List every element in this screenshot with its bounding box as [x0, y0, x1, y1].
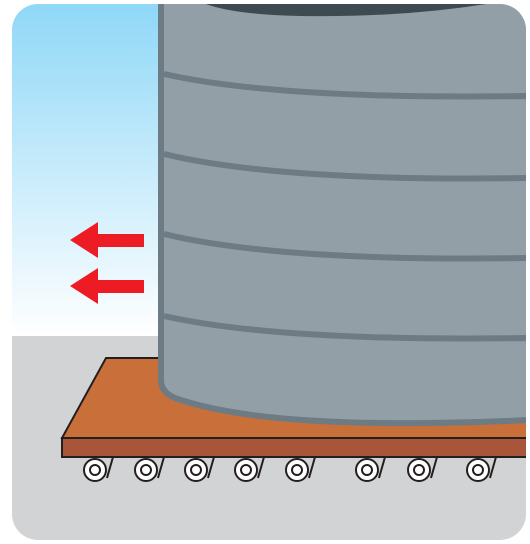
- tank-body: [158, 4, 526, 427]
- caster-wheel-icon: [83, 456, 115, 482]
- caster-wheel-icon: [184, 456, 216, 482]
- arrow-left-icon: [70, 268, 144, 304]
- tank-rib-2: [163, 151, 526, 182]
- caster-wheel-icon: [134, 456, 166, 482]
- tank-top-rim: [190, 4, 520, 17]
- tank-rib-3: [163, 231, 526, 262]
- water-tank: [158, 4, 526, 427]
- tank-rib-4: [163, 313, 526, 342]
- caster-wheels: [83, 456, 498, 482]
- caster-wheel-icon: [466, 456, 498, 482]
- caster-wheel-icon: [234, 456, 266, 482]
- caster-wheel-icon: [407, 456, 439, 482]
- arrow-left-icon: [70, 222, 144, 258]
- caster-wheel-icon: [355, 456, 387, 482]
- dolly-platform-front: [61, 437, 526, 458]
- caster-wheel-icon: [285, 456, 317, 482]
- tank-rib-1: [163, 71, 526, 100]
